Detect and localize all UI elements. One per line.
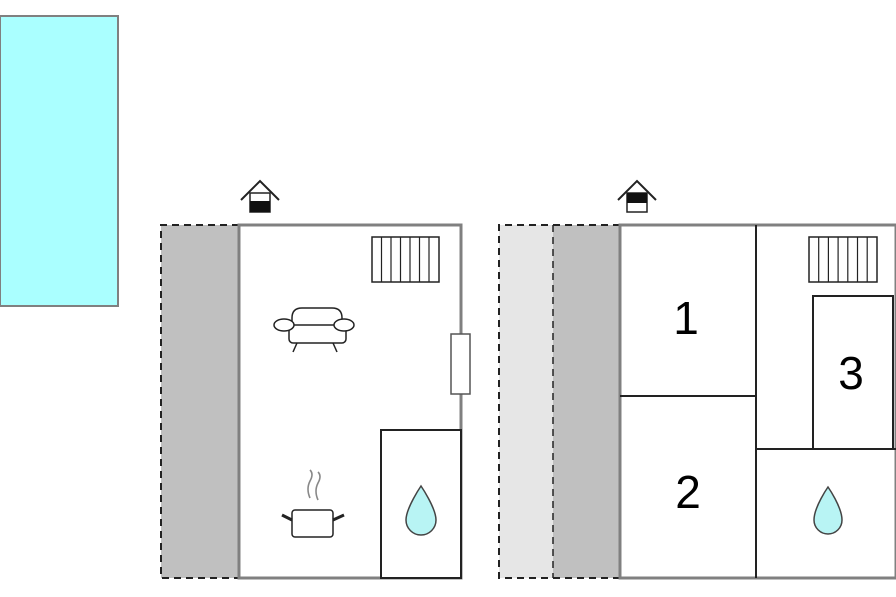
floor-upper: 1 2 3 — [498, 179, 896, 580]
terrace-light — [499, 225, 553, 578]
water-drop-icon — [405, 484, 437, 536]
terrace — [553, 225, 620, 578]
room-3-outline — [812, 295, 894, 450]
sofa-icon — [273, 307, 355, 353]
cooking-pot-icon — [281, 469, 345, 538]
room-number-1: 1 — [673, 292, 699, 344]
radiator-icon — [808, 236, 878, 283]
terrace-dashed-outline — [160, 224, 239, 579]
window-icon — [450, 333, 471, 395]
floor-ground — [160, 179, 471, 580]
pool — [0, 15, 119, 307]
terrace-dashed-outline — [498, 224, 620, 579]
room-number-3: 3 — [838, 347, 864, 399]
room-number-2: 2 — [675, 466, 701, 518]
entrance-icon — [240, 179, 280, 213]
radiator-icon — [371, 236, 440, 283]
water-drop-icon — [813, 485, 843, 535]
entrance-icon — [617, 179, 657, 213]
terrace — [161, 225, 239, 578]
